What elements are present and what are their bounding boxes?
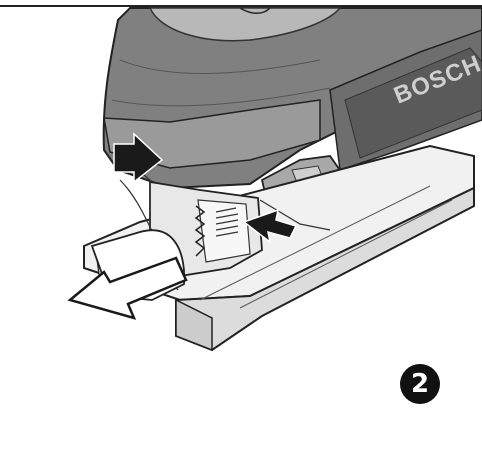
tool-housing [102, 7, 482, 190]
press-arrow-left-icon [113, 132, 164, 184]
blade-holder [149, 180, 263, 277]
pull-out-arrow-icon [67, 256, 188, 320]
step-number-badge: 2 [400, 364, 440, 404]
press-arrow-right-icon [242, 208, 298, 244]
